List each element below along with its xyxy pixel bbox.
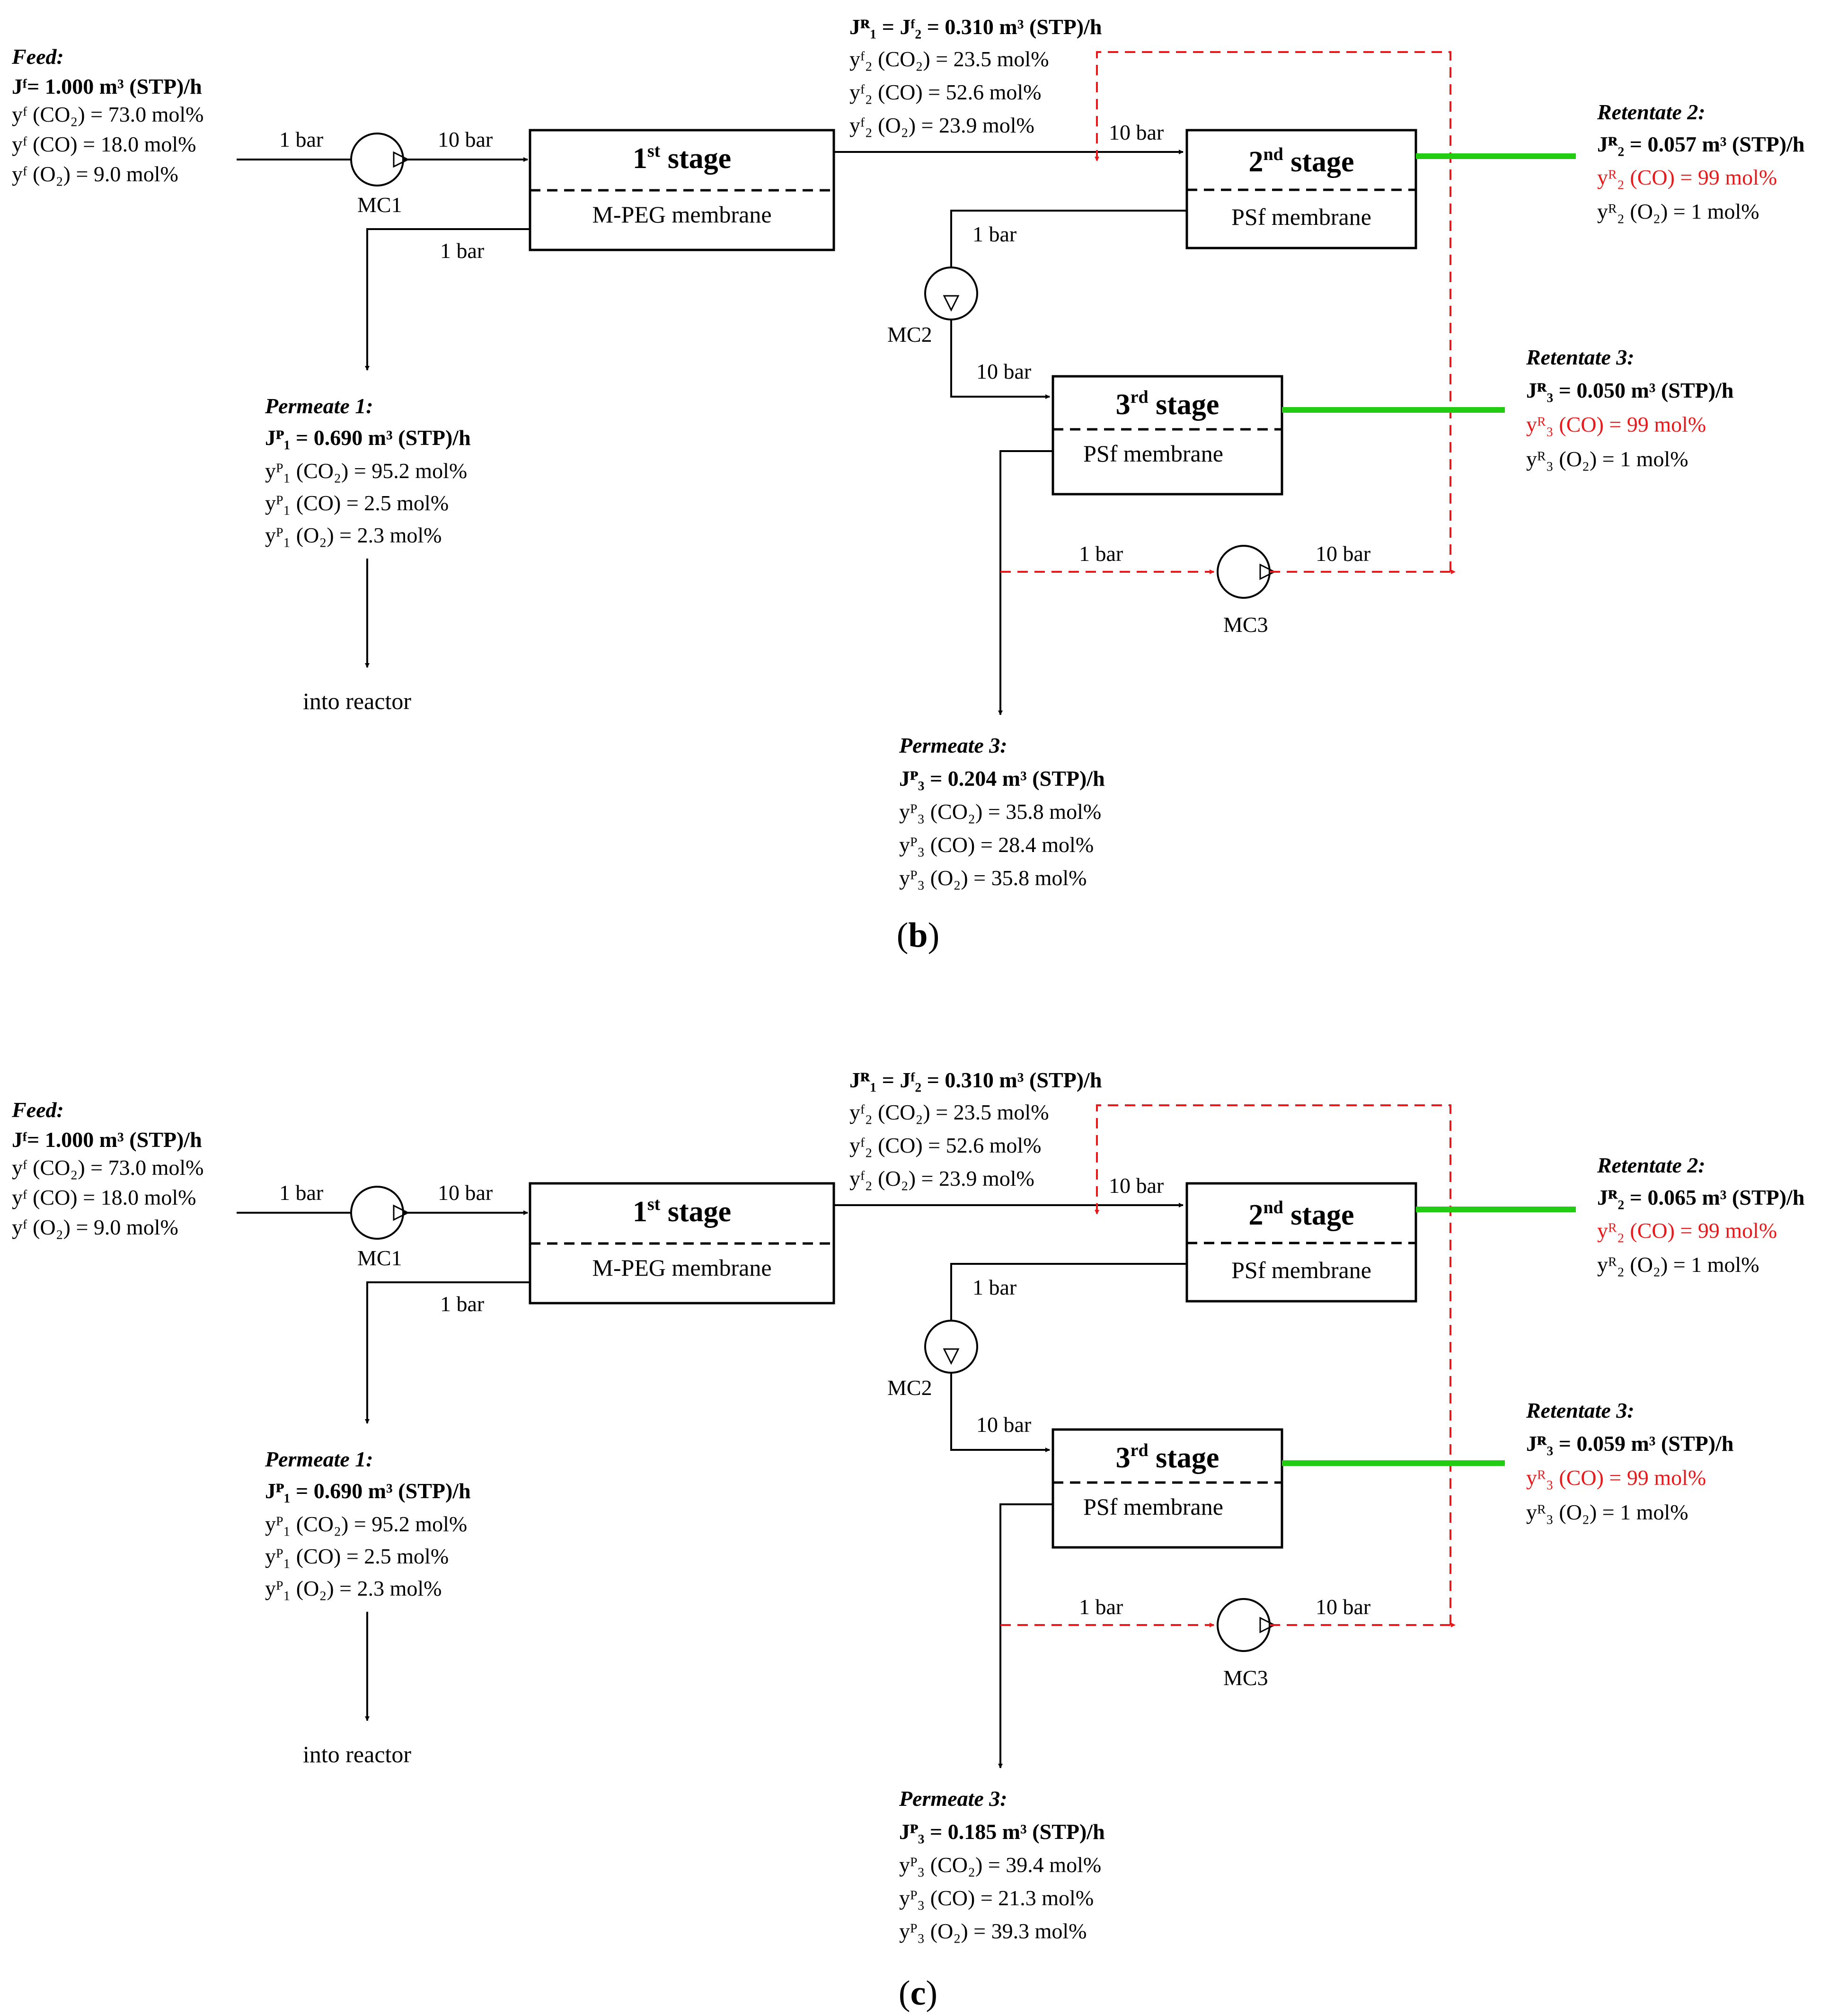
c-stage3-membrane: PSf membrane	[1083, 1493, 1223, 1520]
b-ret1-co: yᶠ₂ (CO) = 52.6 mol%	[849, 80, 1042, 104]
c-p-stage2-in: 10 bar	[1109, 1173, 1164, 1198]
b-perm3-j: Jᴾ₃ = 0.204 m³ (STP)/h	[899, 766, 1105, 790]
panel-c-flow-lines	[237, 1105, 1576, 1768]
b-ret2-j: Jᴿ₂ = 0.057 m³ (STP)/h	[1597, 132, 1804, 156]
c-feed-j: Jᶠ= 1.000 m³ (STP)/h	[12, 1128, 202, 1152]
b-stage2-membrane: PSf membrane	[1231, 204, 1371, 230]
c-perm1-co: yᴾ₁ (CO) = 2.5 mol%	[265, 1544, 449, 1568]
b-perm1-co2: yᴾ₁ (CO₂) = 95.2 mol%	[265, 459, 467, 483]
b-perm1-label: Permeate 1:	[265, 394, 373, 418]
c-ret1-o2: yᶠ₂ (O₂) = 23.9 mol%	[849, 1166, 1034, 1190]
b-mc1-label: MC1	[357, 193, 402, 217]
c-ret2-co: yᴿ₂ (CO) = 99 mol%	[1597, 1218, 1777, 1243]
c-ret2-label: Retentate 2:	[1597, 1153, 1705, 1177]
b-p-stage2-in: 10 bar	[1109, 120, 1164, 144]
c-p-feed: 1 bar	[279, 1181, 323, 1205]
b-into-reactor: into reactor	[303, 688, 411, 714]
c-p-stage1-perm: 1 bar	[440, 1292, 484, 1316]
c-ret1-co2: yᶠ₂ (CO₂) = 23.5 mol%	[849, 1100, 1049, 1124]
b-p-feed: 1 bar	[279, 127, 323, 151]
panel-c: Feed: Jᶠ= 1.000 m³ (STP)/h yᶠ (CO₂) = 73…	[11, 1068, 1804, 2013]
c-perm3-label: Permeate 3:	[899, 1786, 1007, 1811]
b-mc3-label: MC3	[1223, 613, 1268, 637]
b-ret3-co: yᴿ₃ (CO) = 99 mol%	[1526, 412, 1706, 436]
b-p-stage3-in: 10 bar	[976, 359, 1031, 383]
b-stage1-membrane: M-PEG membrane	[592, 201, 771, 228]
c-perm1-o2: yᴾ₁ (O₂) = 2.3 mol%	[265, 1576, 442, 1600]
c-ret2-j: Jᴿ₂ = 0.065 m³ (STP)/h	[1597, 1185, 1804, 1209]
c-feed-o2: yᶠ (O₂) = 9.0 mol%	[12, 1215, 178, 1239]
b-perm3-co: yᴾ₃ (CO) = 28.4 mol%	[899, 833, 1094, 857]
panel-b: Feed: Jᶠ= 1.000 m³ (STP)/h yᶠ (CO₂) = 73…	[11, 15, 1804, 955]
c-p-stage3-in: 10 bar	[976, 1412, 1031, 1437]
c-ret3-label: Retentate 3:	[1526, 1398, 1635, 1422]
b-feed-co: yᶠ (CO) = 18.0 mol%	[12, 132, 196, 156]
c-stage2-title: 2nd stage	[1248, 1198, 1354, 1231]
b-ret3-j: Jᴿ₃ = 0.050 m³ (STP)/h	[1526, 378, 1733, 402]
c-ret1-co: yᶠ₂ (CO) = 52.6 mol%	[849, 1133, 1042, 1157]
c-ret1-j: Jᴿ₁ = Jᶠ₂ = 0.310 m³ (STP)/h	[849, 1068, 1102, 1092]
b-perm3-o2: yᴾ₃ (O₂) = 35.8 mol%	[899, 866, 1087, 890]
c-mc2-label: MC2	[887, 1376, 932, 1400]
b-feed-j: Jᶠ= 1.000 m³ (STP)/h	[12, 74, 202, 98]
c-mc3-label: MC3	[1223, 1666, 1268, 1690]
b-feed-label: Feed:	[11, 44, 64, 69]
c-caption: (c)	[899, 1974, 937, 2013]
c-perm3-j: Jᴾ₃ = 0.185 m³ (STP)/h	[899, 1820, 1105, 1844]
b-caption: (b)	[897, 916, 939, 955]
c-p-recycle-low: 1 bar	[1079, 1595, 1123, 1619]
c-perm3-co: yᴾ₃ (CO) = 21.3 mol%	[899, 1886, 1094, 1910]
b-perm1-o2: yᴾ₁ (O₂) = 2.3 mol%	[265, 523, 442, 547]
b-ret1-j: Jᴿ₁ = Jᶠ₂ = 0.310 m³ (STP)/h	[849, 15, 1102, 39]
c-stage1-membrane: M-PEG membrane	[592, 1254, 771, 1281]
b-ret1-o2: yᶠ₂ (O₂) = 23.9 mol%	[849, 113, 1034, 137]
c-ret3-co: yᴿ₃ (CO) = 99 mol%	[1526, 1465, 1706, 1490]
c-into-reactor: into reactor	[303, 1741, 411, 1767]
b-ret3-o2: yᴿ₃ (O₂) = 1 mol%	[1526, 447, 1688, 471]
b-p-stage1-in: 10 bar	[438, 127, 493, 151]
c-p-stage1-in: 10 bar	[438, 1181, 493, 1205]
c-stage3-title: 3rd stage	[1116, 1440, 1219, 1474]
b-ret2-label: Retentate 2:	[1597, 100, 1705, 124]
c-ret3-j: Jᴿ₃ = 0.059 m³ (STP)/h	[1526, 1431, 1733, 1456]
b-perm3-co2: yᴾ₃ (CO₂) = 35.8 mol%	[899, 799, 1101, 824]
b-stage1-title: 1st stage	[633, 141, 731, 175]
b-ret2-o2: yᴿ₂ (O₂) = 1 mol%	[1597, 199, 1759, 223]
c-ret2-o2: yᴿ₂ (O₂) = 1 mol%	[1597, 1252, 1759, 1277]
b-ret3-label: Retentate 3:	[1526, 345, 1635, 369]
c-feed-co: yᶠ (CO) = 18.0 mol%	[12, 1185, 196, 1209]
c-perm1-label: Permeate 1:	[265, 1447, 373, 1471]
b-stage2-title: 2nd stage	[1248, 144, 1354, 178]
b-ret2-co: yᴿ₂ (CO) = 99 mol%	[1597, 165, 1777, 189]
b-feed-co2: yᶠ (CO₂) = 73.0 mol%	[12, 102, 204, 126]
b-stage3-membrane: PSf membrane	[1083, 440, 1223, 467]
b-perm3-label: Permeate 3:	[899, 733, 1007, 757]
b-perm1-j: Jᴾ₁ = 0.690 m³ (STP)/h	[265, 426, 471, 450]
b-ret1-co2: yᶠ₂ (CO₂) = 23.5 mol%	[849, 47, 1049, 71]
c-p-stage2-perm: 1 bar	[972, 1275, 1016, 1299]
c-mc1-label: MC1	[357, 1246, 402, 1270]
b-feed-o2: yᶠ (O₂) = 9.0 mol%	[12, 162, 178, 186]
c-feed-co2: yᶠ (CO₂) = 73.0 mol%	[12, 1155, 204, 1180]
b-p-recycle-low: 1 bar	[1079, 542, 1123, 566]
c-stage2-membrane: PSf membrane	[1231, 1257, 1371, 1283]
b-p-stage1-perm: 1 bar	[440, 239, 484, 263]
c-feed-label: Feed:	[11, 1098, 64, 1122]
c-perm1-co2: yᴾ₁ (CO₂) = 95.2 mol%	[265, 1512, 467, 1536]
b-p-recycle-high: 10 bar	[1316, 542, 1370, 566]
b-stage3-title: 3rd stage	[1116, 387, 1219, 421]
panel-b-flow-lines	[237, 52, 1576, 715]
b-mc2-label: MC2	[887, 322, 932, 346]
c-perm3-co2: yᴾ₃ (CO₂) = 39.4 mol%	[899, 1853, 1101, 1877]
c-p-recycle-high: 10 bar	[1316, 1595, 1370, 1619]
b-p-stage2-perm: 1 bar	[972, 222, 1016, 246]
b-perm1-co: yᴾ₁ (CO) = 2.5 mol%	[265, 491, 449, 515]
c-stage1-title: 1st stage	[633, 1194, 731, 1228]
c-perm3-o2: yᴾ₃ (O₂) = 39.3 mol%	[899, 1919, 1087, 1943]
c-perm1-j: Jᴾ₁ = 0.690 m³ (STP)/h	[265, 1479, 471, 1503]
c-ret3-o2: yᴿ₃ (O₂) = 1 mol%	[1526, 1500, 1688, 1524]
